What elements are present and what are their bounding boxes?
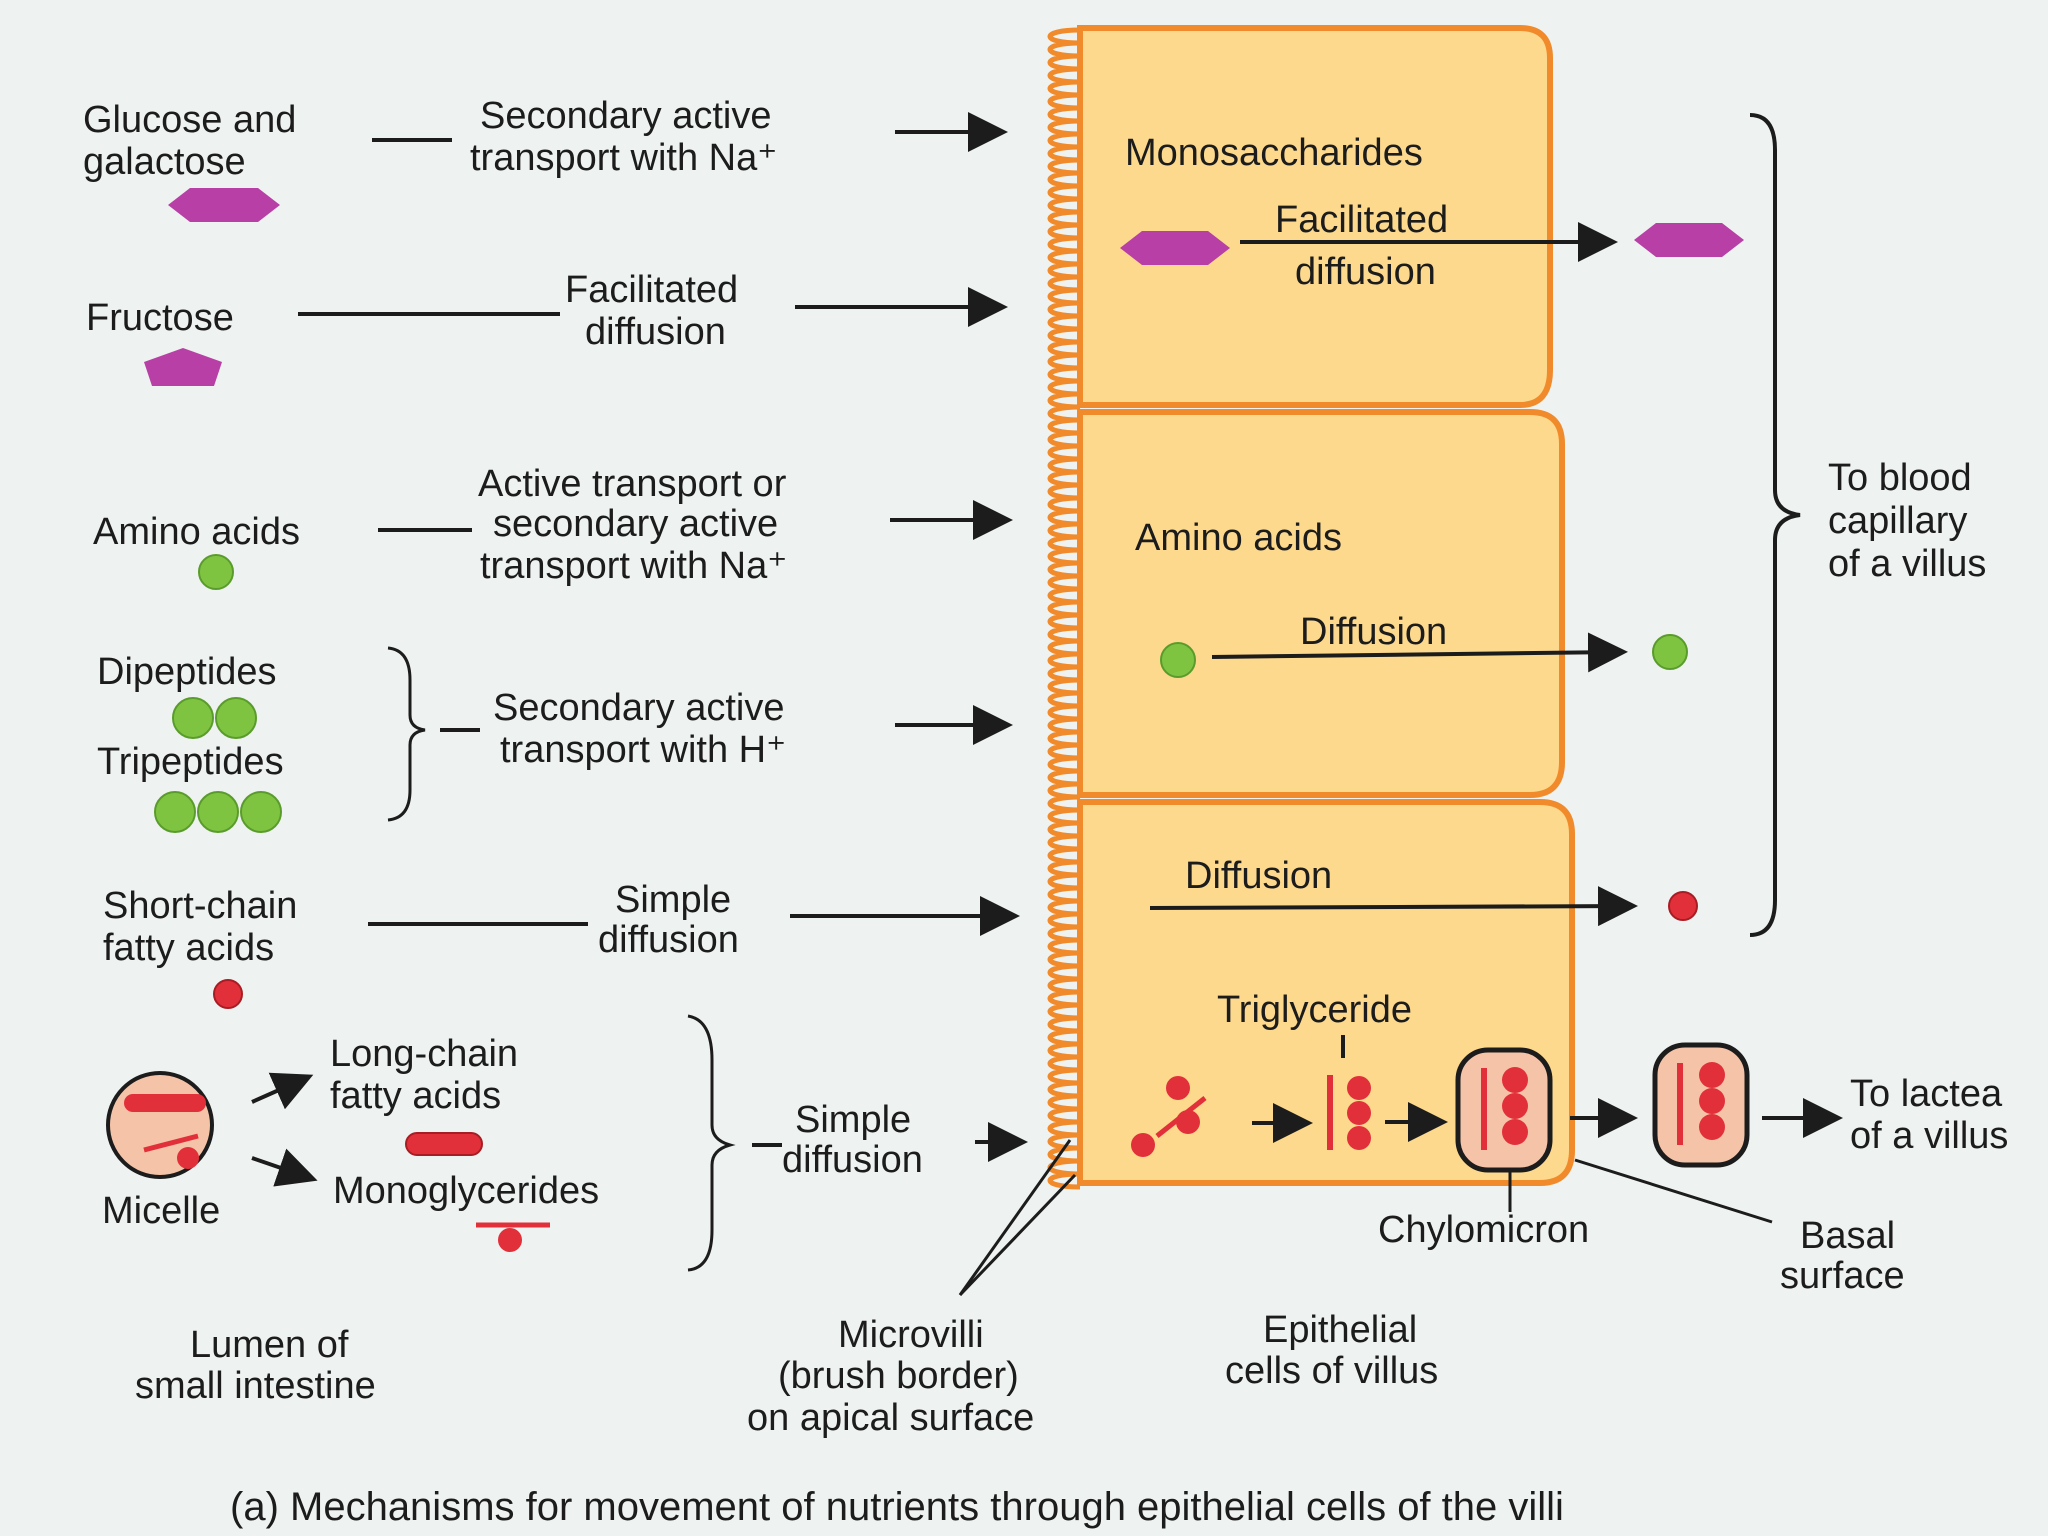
micelle-to-lcfa-arrow	[251, 1072, 314, 1110]
fructose-mechanism-line1: Facilitated	[565, 269, 738, 311]
figure-caption: (a) Mechanisms for movement of nutrients…	[230, 1485, 1564, 1529]
triglyceride-molecule	[1327, 1075, 1371, 1150]
mono-mechanism-line2: diffusion	[1295, 251, 1436, 293]
dipeptides-label: Dipeptides	[97, 651, 277, 693]
fructose-mechanism-line2: diffusion	[585, 311, 726, 353]
chylomicron-in-cell	[1455, 1047, 1553, 1173]
amino-acid-molecule	[198, 554, 234, 590]
basal-surface-line1: Basal	[1800, 1215, 1895, 1257]
to-blood-line1: To blood	[1828, 457, 1972, 499]
to-blood-line3: of a villus	[1828, 543, 1986, 585]
lumen-label-line2: small intestine	[135, 1365, 376, 1407]
scfa-mechanism-line1: Simple	[615, 879, 731, 921]
scfa-to-blood	[1668, 891, 1698, 921]
hexose-in-cell	[1120, 231, 1230, 265]
glucose-mechanism-line2: transport with Na⁺	[470, 137, 777, 179]
monoglyceride-molecule	[476, 1222, 550, 1252]
hexose-to-blood	[1634, 223, 1744, 257]
dipeptide-molecule	[172, 697, 257, 739]
amino-mechanism-line2: secondary active	[493, 503, 778, 545]
scfa-molecule	[213, 979, 243, 1009]
microvilli-border	[1047, 27, 1081, 1190]
scfa-diffusion-label: Diffusion	[1185, 855, 1332, 897]
lumen-label-line1: Lumen of	[190, 1324, 349, 1366]
micelle-label: Micelle	[102, 1190, 220, 1232]
fatty-acid-pair	[1131, 1076, 1207, 1157]
epithelial-label-line2: cells of villus	[1225, 1350, 1438, 1392]
monosaccharides-label: Monosaccharides	[1125, 132, 1423, 174]
basal-surface-line2: surface	[1780, 1255, 1905, 1297]
amino-mechanism-line3: transport with Na⁺	[480, 545, 787, 587]
scfa-label-line1: Short-chain	[103, 885, 297, 927]
amino-mechanism-line1: Active transport or	[478, 463, 787, 505]
epithelial-cells	[1077, 25, 1575, 1186]
amino-diffusion-label: Diffusion	[1300, 611, 1447, 653]
scfa-mechanism-line2: diffusion	[598, 919, 739, 961]
blood-brace	[1749, 113, 1801, 937]
scfa-label-line2: fatty acids	[103, 927, 274, 969]
epithelial-label-line1: Epithelial	[1263, 1309, 1417, 1351]
microvilli-label-line2: (brush border)	[778, 1355, 1019, 1397]
lcfa-label-line2: fatty acids	[330, 1075, 501, 1117]
triglyceride-label: Triglyceride	[1217, 989, 1412, 1031]
galactose-label: galactose	[83, 141, 246, 183]
cell-amino-acids-label: Amino acids	[1135, 517, 1342, 559]
peptide-mechanism-line1: Secondary active	[493, 687, 785, 729]
peptide-mechanism-line2: transport with H⁺	[500, 729, 786, 771]
fructose-molecule	[144, 348, 222, 386]
to-lacteal-line2: of a villus	[1850, 1115, 2008, 1157]
chylomicron-label: Chylomicron	[1378, 1209, 1589, 1251]
lipid-mechanism-line1: Simple	[795, 1099, 911, 1141]
micelle	[106, 1071, 214, 1179]
peptide-brace	[387, 646, 426, 822]
to-lacteal-line1: To lactea	[1850, 1073, 2003, 1115]
lcfa-label-line1: Long-chain	[330, 1033, 518, 1075]
lcfa-molecule	[405, 1132, 483, 1156]
tripeptides-label: Tripeptides	[97, 741, 284, 783]
hexose-molecule	[168, 188, 280, 222]
monoglycerides-label: Monoglycerides	[333, 1170, 599, 1212]
fructose-label: Fructose	[86, 297, 234, 339]
tripeptide-molecule	[154, 791, 282, 833]
amino-acid-in-cell	[1160, 642, 1196, 678]
glucose-label: Glucose and	[83, 99, 296, 141]
chylomicron-exported	[1652, 1042, 1750, 1168]
scfa-exit-arrow	[1149, 886, 1638, 927]
cell-bottom	[1077, 799, 1575, 1186]
microvilli-label-line1: Microvilli	[838, 1314, 984, 1356]
cell-top	[1077, 25, 1553, 408]
lipid-brace	[687, 1014, 736, 1272]
amino-acids-label: Amino acids	[93, 511, 300, 553]
mono-mechanism-line1: Facilitated	[1275, 199, 1448, 241]
amino-exit-arrow	[1211, 632, 1628, 673]
to-blood-line2: capillary	[1828, 500, 1967, 542]
lipid-mechanism-line2: diffusion	[782, 1139, 923, 1181]
microvilli-label-line3: on apical surface	[747, 1397, 1034, 1439]
amino-acid-to-blood	[1652, 634, 1688, 670]
cell-middle	[1077, 409, 1565, 798]
glucose-mechanism-line1: Secondary active	[480, 95, 772, 137]
micelle-to-mg-arrow	[251, 1148, 318, 1187]
